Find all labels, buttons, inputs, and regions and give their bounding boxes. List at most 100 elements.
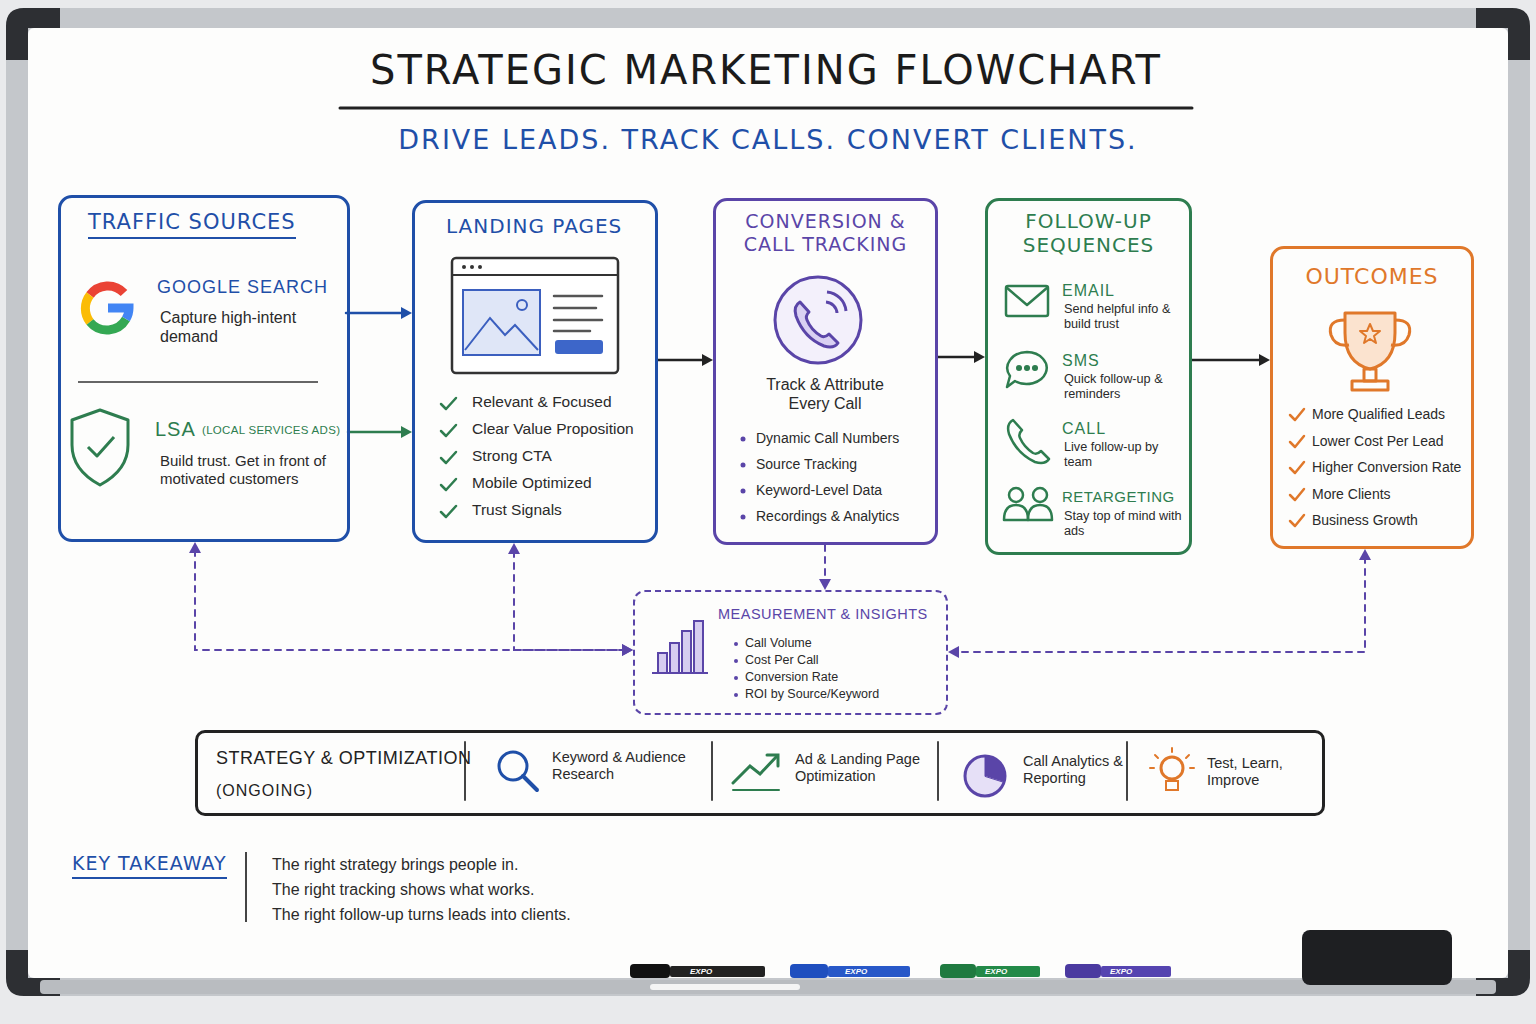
arrow-head bbox=[1359, 549, 1371, 560]
bullet-item: Recordings & Analytics bbox=[756, 508, 899, 525]
subtitle: DRIVE LEADS. TRACK CALLS. CONVERT CLIENT… bbox=[168, 124, 1368, 156]
marker-tray bbox=[40, 980, 1496, 994]
title-underline bbox=[340, 107, 1192, 110]
check-item: Strong CTA bbox=[472, 447, 552, 466]
browser-illustration bbox=[452, 258, 618, 373]
divider bbox=[78, 381, 318, 383]
check-item: Higher Conversion Rate bbox=[1312, 459, 1461, 476]
bullet-item: Source Tracking bbox=[756, 456, 857, 473]
takeaway-line: The right follow-up turns leads into cli… bbox=[272, 905, 571, 924]
bullet-item: Dynamic Call Numbers bbox=[756, 430, 899, 447]
arrow-head bbox=[702, 354, 713, 366]
band-item: Ad & Landing Page Optimization bbox=[795, 751, 927, 786]
item-heading: GOOGLE SEARCH bbox=[157, 277, 328, 299]
arrow-head bbox=[974, 351, 985, 363]
connector bbox=[508, 543, 633, 656]
takeaway-heading: KEY TAKEAWAY bbox=[72, 852, 227, 879]
band-item: Call Analytics & Reporting bbox=[1023, 753, 1123, 788]
connector bbox=[819, 545, 831, 590]
arrow-head bbox=[819, 579, 831, 590]
process-box: FOLLOW-UP SEQUENCES EMAIL Send helpful inf… bbox=[985, 198, 1192, 555]
connector-line bbox=[195, 550, 625, 650]
item-body: Quick follow-up & reminders bbox=[1064, 372, 1186, 402]
measurement-box: MEASUREMENT & INSIGHTSCall VolumeCost Pe… bbox=[633, 590, 948, 715]
marker-brand: EXPO bbox=[985, 966, 1007, 977]
source-item: GOOGLE SEARCH Capture high-intent demand bbox=[150, 274, 346, 370]
band-item: Keyword & Audience Research bbox=[552, 749, 702, 784]
check-item: Relevant & Focused bbox=[472, 393, 612, 412]
box-heading: CONVERSION & CALL TRACKING bbox=[728, 210, 923, 256]
arrow-head bbox=[622, 644, 633, 656]
box-subheading: Track & Attribute Every Call bbox=[745, 375, 905, 413]
check-item: More Qualified Leads bbox=[1312, 406, 1445, 423]
item-heading: RETARGETING bbox=[1062, 488, 1175, 506]
item-heading: SMS bbox=[1062, 351, 1100, 370]
arrow-head bbox=[1259, 354, 1270, 366]
bullet-item: Conversion Rate bbox=[745, 670, 838, 685]
marker-brand: EXPO bbox=[845, 966, 867, 977]
google-logo bbox=[85, 286, 129, 330]
arrow-head bbox=[401, 307, 412, 319]
bar-chart-icon bbox=[652, 621, 708, 673]
band-heading: STRATEGY & OPTIMIZATION bbox=[216, 748, 472, 770]
connector bbox=[948, 549, 1371, 658]
bullet-item: Call Volume bbox=[745, 636, 812, 651]
connector bbox=[348, 426, 412, 438]
item-heading: EMAIL bbox=[1062, 281, 1115, 300]
check-item: Mobile Optimized bbox=[472, 474, 592, 493]
item-heading: LSA bbox=[155, 417, 196, 441]
takeaway-line: The right strategy brings people in. bbox=[272, 855, 518, 874]
connector bbox=[658, 354, 713, 366]
item-body: Stay top of mind with ads bbox=[1064, 509, 1186, 539]
check-item: Lower Cost Per Lead bbox=[1312, 433, 1444, 450]
arrow-head bbox=[189, 542, 201, 553]
check-item: More Clients bbox=[1312, 486, 1391, 503]
takeaway-bar bbox=[245, 852, 247, 922]
takeaway-line: The right tracking shows what works. bbox=[272, 880, 534, 899]
bullet-item: ROI by Source/Keyword bbox=[745, 687, 879, 702]
arrow-head bbox=[508, 543, 520, 554]
item-subheading: (LOCAL SERVICES ADS) bbox=[202, 424, 340, 438]
bullet-item: Keyword-Level Data bbox=[756, 482, 882, 499]
channel-item: SMS Quick follow-up & reminders bbox=[1060, 350, 1188, 412]
connector-line bbox=[658, 359, 705, 362]
channel-item: CALL Live follow-up by team bbox=[1060, 418, 1188, 480]
phone-icon bbox=[775, 277, 861, 363]
markers bbox=[630, 930, 1452, 990]
follow-up-icons bbox=[1004, 286, 1052, 520]
box-heading: LANDING PAGES bbox=[446, 214, 622, 238]
bullet-dots bbox=[734, 437, 746, 698]
channel-item: RETARGETING Stay top of mind with ads bbox=[1060, 487, 1188, 549]
box-heading: MEASUREMENT & INSIGHTS bbox=[718, 606, 928, 623]
item-body: Capture high-intent demand bbox=[160, 308, 330, 346]
box-heading: FOLLOW-UP SEQUENCES bbox=[1000, 209, 1177, 257]
connector-line bbox=[514, 551, 625, 650]
box-heading: OUTCOMES bbox=[1285, 264, 1459, 290]
check-item: Trust Signals bbox=[472, 501, 562, 520]
connector-line bbox=[824, 545, 826, 582]
connector bbox=[1192, 354, 1270, 366]
connector-line bbox=[1192, 359, 1262, 362]
check-item: Clear Value Proposition bbox=[472, 420, 634, 439]
connector bbox=[189, 542, 633, 656]
eraser bbox=[1302, 930, 1452, 985]
marker-brand: EXPO bbox=[690, 966, 712, 977]
board-surface bbox=[28, 28, 1508, 978]
board-frame bbox=[6, 8, 1530, 996]
process-box: CONVERSION & CALL TRACKING Track & Attrib… bbox=[713, 198, 938, 545]
item-heading: CALL bbox=[1062, 419, 1106, 438]
outcome-box: OUTCOMES More Qualified LeadsLower Cost P… bbox=[1270, 246, 1474, 549]
item-body: Live follow-up by team bbox=[1064, 440, 1186, 470]
arrow-head bbox=[622, 644, 633, 656]
group-box: TRAFFIC SOURCES GOOGLE SEARCH Capture high… bbox=[58, 195, 350, 542]
connector-line bbox=[938, 356, 977, 359]
item-body: Send helpful info & build trust bbox=[1064, 302, 1186, 332]
check-marks-outcomes bbox=[1290, 409, 1304, 526]
connector bbox=[346, 307, 412, 319]
connector-line bbox=[348, 431, 404, 434]
strategy-band: STRATEGY & OPTIMIZATION(ONGOING)Keyword … bbox=[195, 730, 1325, 816]
box-heading: TRAFFIC SOURCES bbox=[88, 210, 296, 239]
connector bbox=[938, 351, 985, 363]
connector-line bbox=[346, 312, 404, 315]
